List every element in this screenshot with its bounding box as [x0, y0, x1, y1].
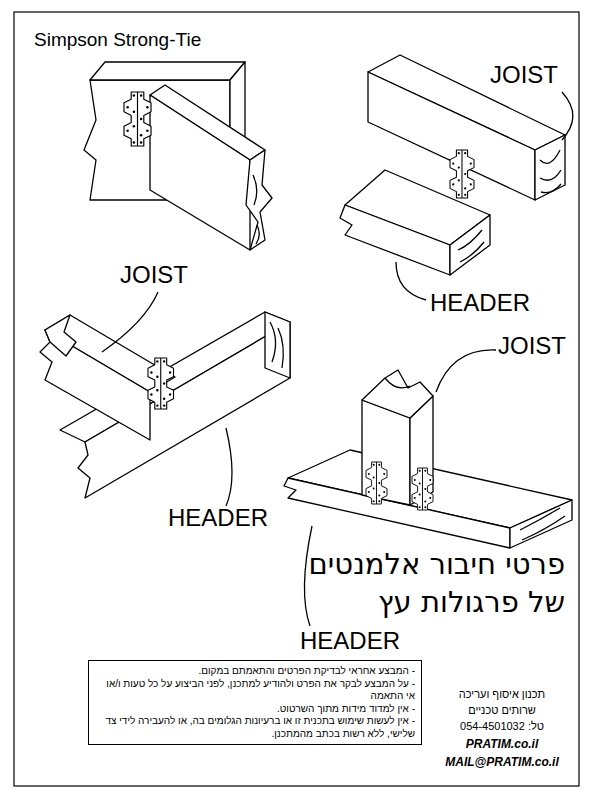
- sheet-border: [14, 12, 579, 786]
- note-line: - המבצע אחראי לבדיקת הפרטים והתאמתם במקו…: [95, 665, 415, 678]
- part-label: JOIST: [498, 333, 566, 359]
- sheet-title: פרטי חיבור אלמנטים של פרגולות עץ: [280, 546, 565, 621]
- notes-box: - המבצע אחראי לבדיקת הפרטים והתאמתם במקו…: [88, 660, 422, 745]
- note-line: - אין לעשות שימוש בתכנית זו או ברעיונות …: [95, 715, 415, 740]
- part-label: HEADER: [300, 628, 400, 654]
- corner-hanger-sketch: [40, 312, 290, 498]
- website: PRATIM.co.il: [432, 738, 572, 751]
- note-line: - על המבצע לבקר את הפרט ולהודיע למתכנן, …: [95, 678, 415, 703]
- upright-hanger-sketch: [284, 370, 572, 548]
- part-label: HEADER: [168, 505, 268, 531]
- skewed-hanger-sketch: [84, 62, 272, 250]
- top-hanger-sketch: [340, 55, 565, 275]
- part-label: JOIST: [120, 262, 188, 288]
- part-label: HEADER: [430, 290, 530, 316]
- brand-name: Simpson Strong-Tie: [34, 30, 201, 51]
- note-line: - אין למדוד מידות מתוך השרטוט.: [95, 703, 415, 716]
- part-label: JOIST: [490, 62, 558, 88]
- leader-lines: [102, 92, 573, 626]
- email-address: MAIL@PRATIM.co.il: [432, 756, 572, 769]
- credit-text: שרותים טכניים: [432, 704, 572, 716]
- phone-number: טל: 054-4501032: [432, 720, 572, 732]
- credit-text: תכנון איסוף ועריכה: [432, 688, 572, 700]
